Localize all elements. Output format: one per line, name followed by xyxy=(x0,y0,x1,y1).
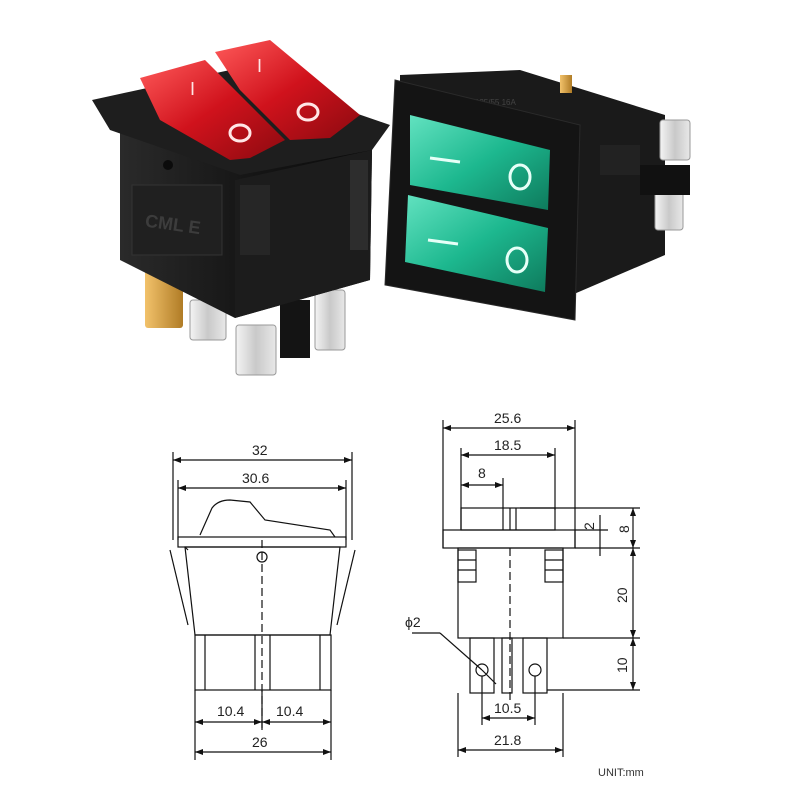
clip-right-lower xyxy=(640,165,690,195)
label-30-6: 30.6 xyxy=(242,470,269,486)
green-rocker-switch: T125/55 16A xyxy=(384,70,691,321)
front-rocker xyxy=(199,499,336,538)
indicator-hole xyxy=(163,160,173,170)
label-10: 10 xyxy=(614,657,630,673)
terminal-right-b xyxy=(654,189,684,231)
rocker-bottom xyxy=(405,195,548,292)
label-2: 2 xyxy=(581,522,597,530)
back-print: T125/55 16A xyxy=(470,98,516,107)
side-clip-right xyxy=(240,185,270,255)
label-10-5: 10.5 xyxy=(494,700,521,716)
side-clip-right-2 xyxy=(350,160,368,250)
front-view-drawing xyxy=(169,452,356,760)
terminal-top xyxy=(560,75,572,93)
rocker-right-off-mark xyxy=(296,102,320,122)
rocker-right-on-mark: I xyxy=(257,56,262,76)
rocker-left-off-mark xyxy=(228,123,252,143)
label-20: 20 xyxy=(614,587,630,603)
unit-label: UNIT:mm xyxy=(598,767,644,779)
rocker-left-on-mark: I xyxy=(190,79,195,99)
front-base xyxy=(194,634,332,691)
side-view-drawing xyxy=(412,420,640,757)
label-26: 26 xyxy=(252,734,268,750)
pin-hole-right xyxy=(528,663,542,677)
rocker-top-on-mark xyxy=(429,156,461,164)
terminal-silver-c xyxy=(314,289,346,351)
label-8-horizontal: 8 xyxy=(478,465,486,481)
terminal-right-a xyxy=(659,119,691,161)
label-10-4-left: 10.4 xyxy=(217,703,244,719)
label-25-6: 25.6 xyxy=(494,410,521,426)
rocker-top-off-mark xyxy=(508,163,532,191)
label-18-5: 18.5 xyxy=(494,437,521,453)
terminal-silver-b xyxy=(235,324,277,376)
side-rocker xyxy=(460,507,556,531)
brand-plate xyxy=(131,184,223,256)
clip-right xyxy=(600,145,640,175)
red-rocker-switch: CML E I I xyxy=(92,40,390,376)
rocker-bottom-off-mark xyxy=(505,246,529,274)
label-32: 32 xyxy=(252,442,268,458)
side-flange xyxy=(442,529,576,549)
label-10-4-right: 10.4 xyxy=(276,703,303,719)
rocker-bottom-on-mark xyxy=(427,238,459,246)
terminal-black-post xyxy=(280,300,310,358)
label-hole-diameter: ϕ2 xyxy=(405,614,421,630)
label-21-8: 21.8 xyxy=(494,732,521,748)
label-8-vertical: 8 xyxy=(616,525,632,533)
rocker-right xyxy=(215,40,360,140)
